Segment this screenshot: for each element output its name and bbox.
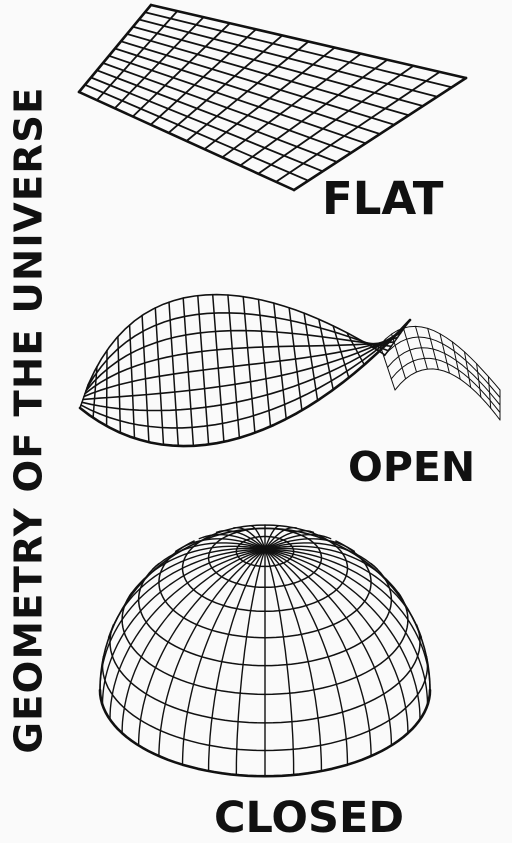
flat-grid-line (79, 92, 294, 190)
saddle-wing-line (384, 337, 500, 398)
saddle-wing-line (488, 377, 490, 409)
sphere-parallel (139, 564, 265, 666)
sphere-parallel (265, 564, 391, 666)
sphere-meridian (159, 549, 265, 756)
flat-label: FLAT (322, 176, 443, 221)
saddle-grid-line (80, 385, 88, 408)
sphere-meridian (183, 549, 266, 764)
saddle-wing-line (477, 364, 481, 398)
saddle-wing-line (428, 328, 439, 369)
saddle-mesh (80, 295, 500, 447)
saddle-wing-line (395, 369, 500, 420)
flat-plane-mesh (79, 5, 466, 190)
sphere-meridian (236, 549, 265, 775)
saddle-wing-line (440, 334, 449, 373)
open-label: OPEN (348, 447, 475, 488)
closed-label: CLOSED (214, 797, 404, 840)
sphere-dome-mesh (100, 525, 430, 776)
sphere-meridian (265, 549, 294, 775)
sphere-meridian (265, 549, 371, 756)
sphere-meridian (265, 549, 348, 764)
